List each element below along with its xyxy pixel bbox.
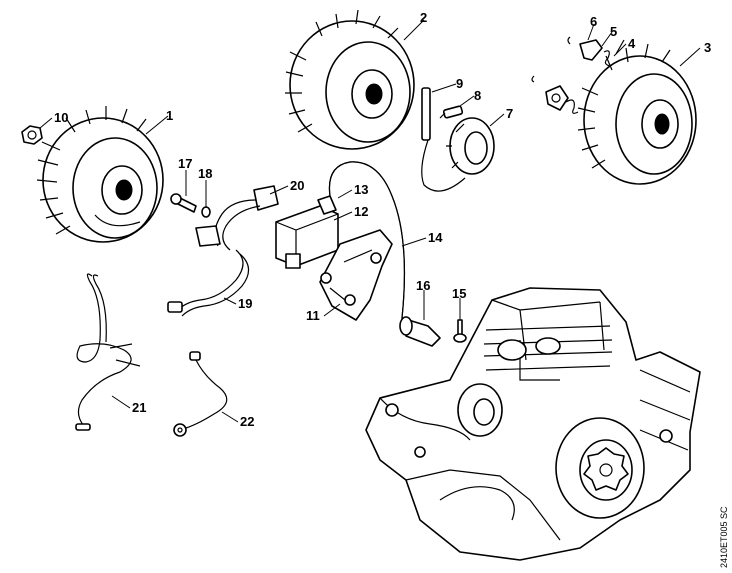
callout-12: 12 (354, 204, 368, 219)
pin-part-9 (421, 87, 431, 141)
callout-16: 16 (416, 278, 430, 293)
callout-17: 17 (178, 156, 192, 171)
wiring-harness-part-20 (195, 185, 279, 251)
flywheel-part-2 (285, 9, 415, 150)
callout-21: 21 (132, 400, 146, 415)
wire-part-21 (75, 273, 141, 431)
clutch-drum (555, 417, 645, 519)
callout-labels: 1 2 3 4 5 6 7 8 9 10 11 12 13 14 15 16 1… (54, 10, 711, 429)
reference-code: 2410ET005 SC (719, 506, 729, 568)
callout-3: 3 (704, 40, 711, 55)
bolt-part-8 (439, 105, 464, 119)
callout-2: 2 (420, 10, 427, 25)
pawl-parts-4-5-6 (531, 36, 625, 114)
callout-1: 1 (166, 108, 173, 123)
callout-5: 5 (610, 24, 617, 39)
callout-4: 4 (628, 36, 636, 51)
callout-6: 6 (590, 14, 597, 29)
callout-9: 9 (456, 76, 463, 91)
callout-22: 22 (240, 414, 254, 429)
bracket-part-11 (319, 229, 393, 321)
wire-part-22 (173, 351, 228, 437)
washer-part-18 (201, 206, 211, 218)
callout-8: 8 (474, 88, 481, 103)
flywheel-part-1 (36, 106, 164, 243)
callout-15: 15 (452, 286, 466, 301)
spark-plug-boot-part-16 (399, 316, 441, 347)
wiring-part-19 (167, 249, 250, 317)
callout-7: 7 (506, 106, 513, 121)
sensor-ring-part-7 (421, 117, 495, 192)
ignition-lead-part-13 (328, 161, 406, 319)
leader-lines (39, 19, 701, 423)
screw-part-15 (453, 319, 467, 343)
callout-20: 20 (290, 178, 304, 193)
callout-18: 18 (198, 166, 212, 181)
callout-13: 13 (354, 182, 368, 197)
nut-part-10 (21, 125, 43, 145)
ignition-module-part-12 (275, 195, 339, 269)
flywheel-part-3 (577, 43, 697, 185)
callout-19: 19 (238, 296, 252, 311)
callout-14: 14 (428, 230, 443, 245)
screw-part-17 (170, 193, 197, 213)
callout-10: 10 (54, 110, 68, 125)
callout-11: 11 (306, 308, 320, 323)
